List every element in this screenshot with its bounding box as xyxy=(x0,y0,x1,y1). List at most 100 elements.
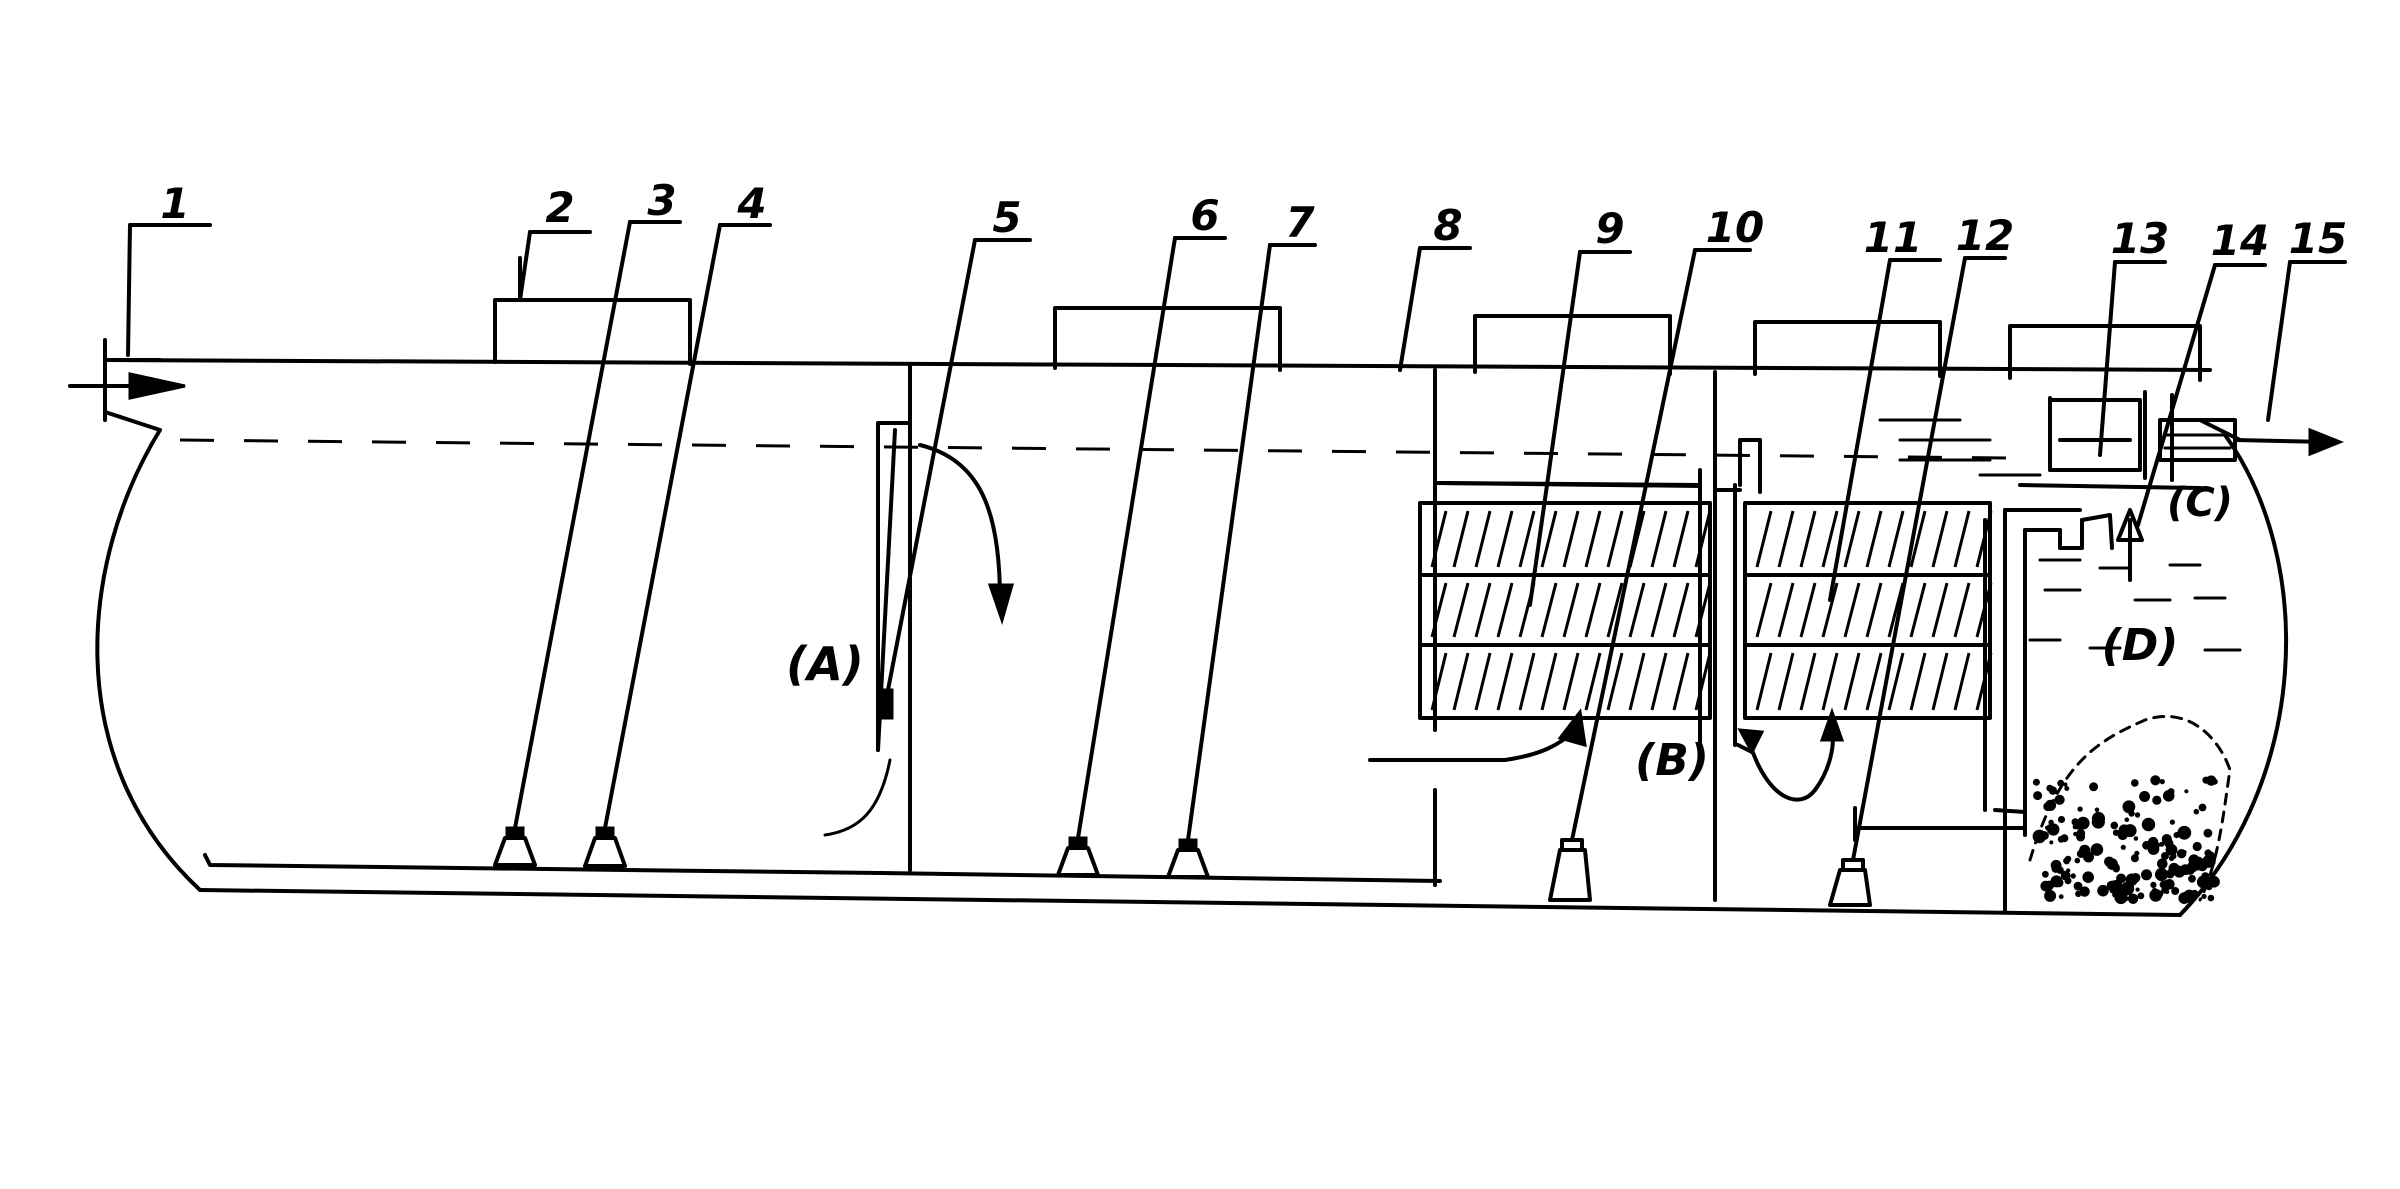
filter-hatch-line xyxy=(1755,652,1773,711)
filter-hatch-line xyxy=(1452,510,1470,568)
sludge-particle xyxy=(2054,794,2065,805)
bottom-pipe xyxy=(203,853,1442,883)
filter-hatch-line xyxy=(1628,652,1646,711)
sludge-particle xyxy=(2047,823,2060,836)
sludge-particle xyxy=(2063,857,2071,865)
sludge-particle xyxy=(2071,818,2079,826)
filter-hatch-line xyxy=(1777,582,1795,638)
sludge-particle xyxy=(2141,869,2152,881)
part-label-10: 10 xyxy=(1706,203,1764,252)
sludge-particle xyxy=(2060,834,2069,843)
filter-hatch-line xyxy=(1584,652,1602,711)
sludge-particle xyxy=(2192,841,2202,852)
filter-hatch-line xyxy=(1821,652,1839,711)
zone-labels: (A) (B) (C) (D) xyxy=(786,480,2233,786)
part-label-15: 15 xyxy=(2289,214,2347,263)
filter-hatch-line xyxy=(1474,510,1492,568)
sludge-particle xyxy=(2130,854,2139,863)
part-label-9: 9 xyxy=(1595,204,1624,253)
sludge-particle xyxy=(2079,886,2090,897)
filter-hatch-line xyxy=(1650,652,1668,711)
sludge-particle xyxy=(2076,829,2086,838)
sludge-particle xyxy=(2203,828,2213,838)
filter-hatch-line xyxy=(1518,652,1536,711)
filter-hatch-line xyxy=(1953,652,1971,711)
sludge-particle xyxy=(2045,825,2049,830)
zone-label-d: (D) xyxy=(2102,620,2179,671)
filter-hatch-line xyxy=(1606,582,1624,638)
filter-hatch-line xyxy=(1931,652,1949,711)
part-label-8: 8 xyxy=(1433,201,1462,250)
filter-media-left xyxy=(1418,501,1712,720)
filter-hatch-line xyxy=(1887,652,1905,711)
part-label-14: 14 xyxy=(2211,216,2269,265)
filter-hatch-line xyxy=(1518,510,1536,568)
sludge-particle xyxy=(2116,873,2126,884)
filter-hatch-line xyxy=(1931,582,1949,638)
filter-hatch-line xyxy=(1474,582,1492,638)
chamber-d xyxy=(1853,508,2242,912)
sludge-particle xyxy=(2124,817,2130,822)
sludge-particle xyxy=(2152,887,2157,893)
sludge-particle xyxy=(2058,894,2064,900)
sludge-particle xyxy=(2074,857,2081,864)
filter-hatch-line xyxy=(1672,582,1690,638)
sludge-particle xyxy=(2057,815,2066,824)
sludge-particle xyxy=(2056,866,2064,874)
part-label-5: 5 xyxy=(992,193,1021,242)
sludge-particle xyxy=(2066,868,2071,873)
filter-hatch-line xyxy=(1694,582,1712,638)
inlet-pipe xyxy=(68,338,186,432)
sludge-particle xyxy=(2044,889,2057,902)
sludge-particle xyxy=(2167,788,2175,795)
part-label-12: 12 xyxy=(1956,211,2014,260)
sludge-particle xyxy=(2184,789,2189,794)
flow-arrow-filter xyxy=(1368,708,1587,762)
filter-hatch-line xyxy=(1887,582,1905,638)
sludge-particle xyxy=(2154,867,2169,882)
filter-hatch-line xyxy=(1562,582,1580,638)
sludge-particle xyxy=(2064,786,2070,791)
filter-hatch-line xyxy=(1496,510,1514,568)
sludge-particle xyxy=(2157,858,2168,869)
part-label-2: 2 xyxy=(545,183,574,232)
filter-hatch-line xyxy=(1821,582,1839,638)
sludge-particle xyxy=(2186,861,2198,873)
sludge-particle xyxy=(2048,786,2058,795)
sludge-particle xyxy=(2177,868,2184,876)
sludge-particle xyxy=(2156,890,2164,898)
sludge-particle xyxy=(2152,795,2162,805)
sludge-particle xyxy=(2090,843,2104,856)
filter-hatch-line xyxy=(1821,510,1839,568)
sludge-particle xyxy=(2182,894,2188,900)
part-label-6: 6 xyxy=(1190,191,1219,240)
sludge-particle xyxy=(2208,876,2220,888)
filter-hatch-line xyxy=(1799,652,1817,711)
sludge-particle xyxy=(2147,836,2159,848)
sludge-particle xyxy=(2135,887,2140,892)
outlet-section xyxy=(1438,390,2345,582)
filter-hatch-line xyxy=(1452,582,1470,638)
zone-label-b: (B) xyxy=(1635,735,1709,786)
sludge-particle xyxy=(2141,817,2156,832)
sludge-particle xyxy=(2131,779,2139,787)
filter-hatch-line xyxy=(1909,652,1927,711)
part-label-3: 3 xyxy=(647,176,676,225)
sludge-particle xyxy=(2082,871,2094,883)
sludge-particle xyxy=(2124,896,2129,901)
sludge-particle xyxy=(2083,851,2094,863)
sludge-particle xyxy=(2165,844,2178,856)
sludge-particle xyxy=(2040,880,2052,892)
sludge-particle xyxy=(2064,877,2072,885)
sludge-particle xyxy=(2110,821,2119,830)
sludge-particle xyxy=(2137,892,2145,900)
filter-hatch-line xyxy=(1953,582,1971,638)
filter-hatch-line xyxy=(1650,510,1668,568)
zone-label-a: (A) xyxy=(786,637,864,691)
sludge-particle xyxy=(2150,775,2161,786)
part-label-13: 13 xyxy=(2111,214,2169,263)
sludge-particle xyxy=(2202,854,2216,868)
sludge-particle xyxy=(2159,779,2165,785)
sludge-particle xyxy=(2150,881,2157,889)
